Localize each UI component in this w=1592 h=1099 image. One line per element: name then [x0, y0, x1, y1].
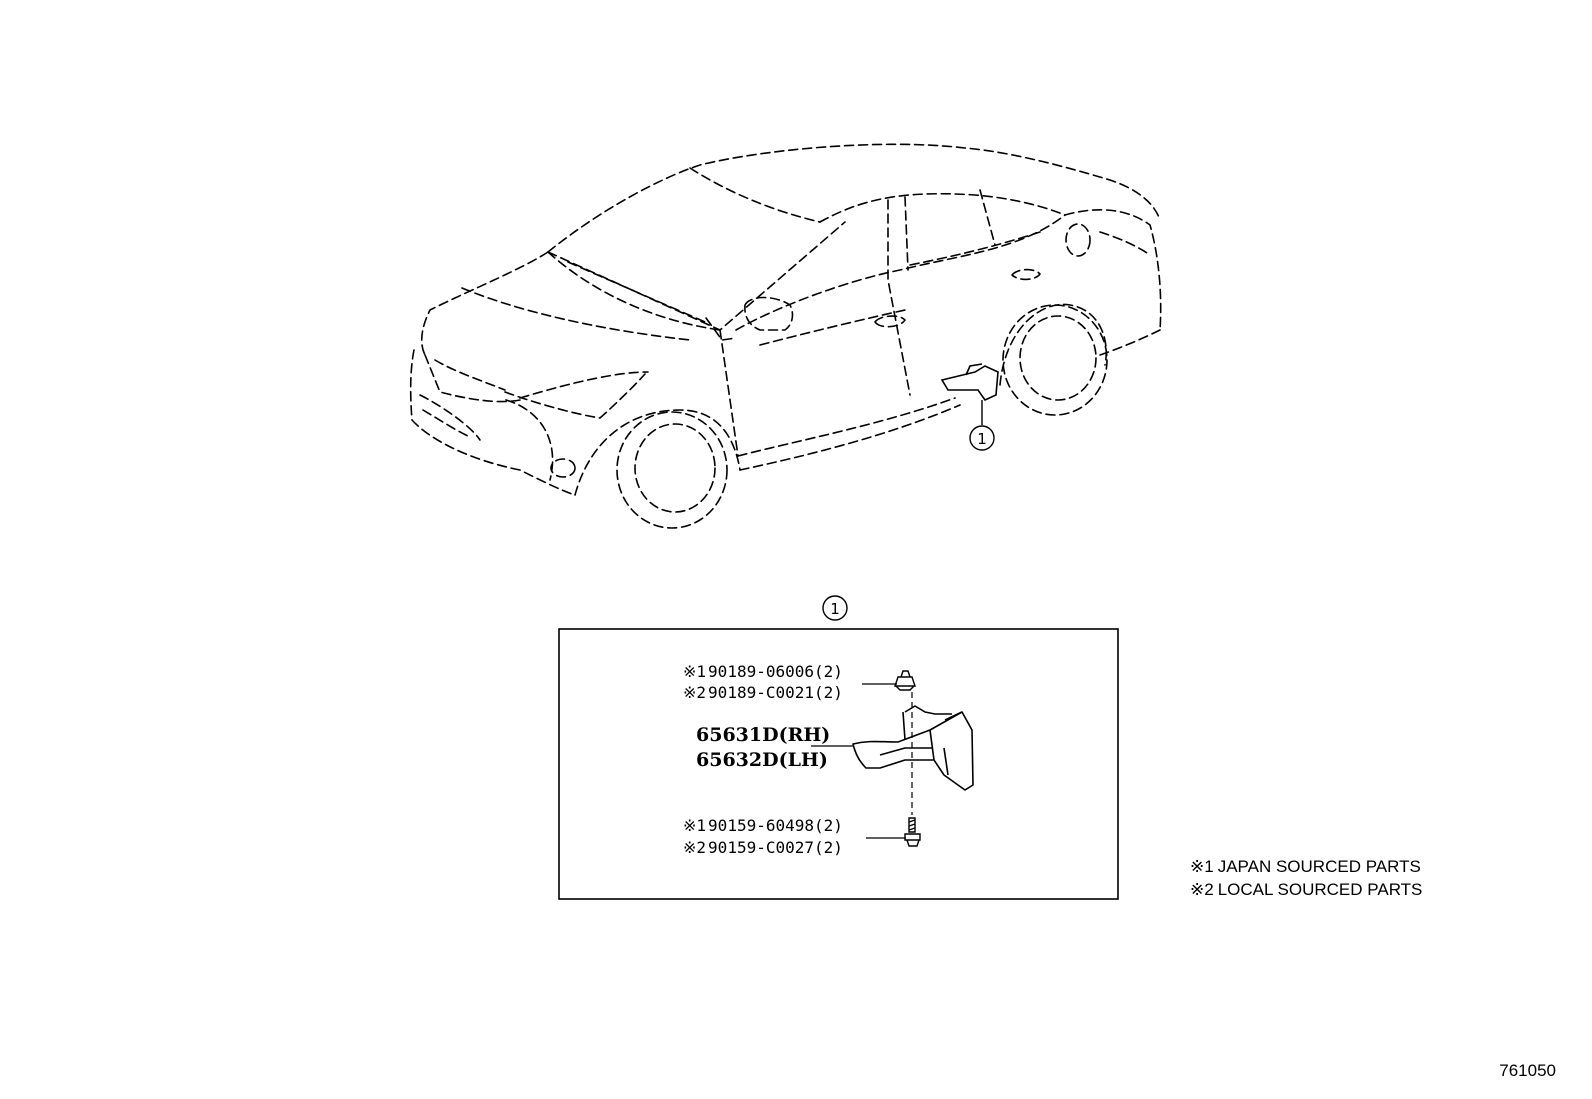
- mudguard-on-car: [940, 363, 999, 402]
- clip-icon: [894, 670, 916, 691]
- guard-label-lh: 65632D(LH): [696, 749, 828, 771]
- detail-callout-number: 1: [830, 600, 840, 618]
- mudguard-icon: [852, 705, 974, 791]
- illustration-number: 761050: [1499, 1061, 1556, 1080]
- guard-label-rh: 65631D(RH): [696, 724, 830, 746]
- detail-box: [558, 628, 1119, 900]
- detail-callout-circle: [822, 595, 848, 621]
- callout-number: 1: [977, 430, 987, 448]
- car-illustration: [409, 143, 1162, 529]
- callout-circle: [969, 425, 995, 451]
- screw-icon: [904, 817, 921, 847]
